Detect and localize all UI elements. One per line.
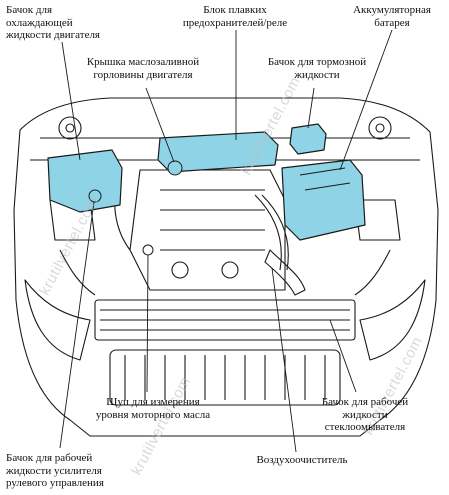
- fuse-box-shape: [157, 131, 279, 173]
- air-intake-hose: [264, 249, 306, 296]
- leader-washer: [329, 319, 357, 393]
- label-washer-fluid: Бачок для рабочей жидкости стеклоомывате…: [321, 396, 409, 433]
- front-grille: [109, 349, 341, 406]
- right-strut-mount: [368, 116, 392, 140]
- label-coolant-tank: Бачок для охлаждающей жидкости двигателя: [6, 4, 100, 41]
- leader-air-filter: [271, 267, 297, 453]
- label-oil-cap: Крышка маслозаливной горловины двигателя: [86, 56, 200, 81]
- power-steering-cap: [88, 189, 102, 203]
- brake-fluid-shape: [289, 123, 327, 155]
- left-headlight: [24, 279, 91, 361]
- label-power-steering: Бачок для рабочей жидкости усилителя рул…: [6, 452, 104, 489]
- label-brake-fluid: Бачок для тормозной жидкости: [267, 56, 367, 81]
- leader-brake: [307, 87, 315, 129]
- leader-coolant: [61, 41, 81, 161]
- label-air-filter: Воздухоочиститель: [256, 454, 348, 466]
- label-fuse-box: Блок плавких предохранителей/реле: [182, 4, 288, 29]
- label-dipstick: Щуп для измерения уровня моторного масла: [95, 396, 211, 421]
- left-strut-mount: [58, 116, 82, 140]
- radiator: [94, 299, 356, 341]
- leader-oil-cap: [145, 87, 175, 163]
- oil-filler-cap: [167, 160, 183, 176]
- coolant-tank-shape: [47, 149, 123, 213]
- battery-shape: [281, 159, 366, 241]
- dipstick-handle: [142, 244, 154, 256]
- label-battery: Аккумуляторная батарея: [353, 4, 431, 29]
- leader-battery: [339, 29, 393, 171]
- right-headlight: [359, 279, 426, 361]
- car-body-outline: [13, 97, 439, 437]
- leader-dipstick: [146, 254, 149, 393]
- leader-power-steering: [59, 201, 95, 449]
